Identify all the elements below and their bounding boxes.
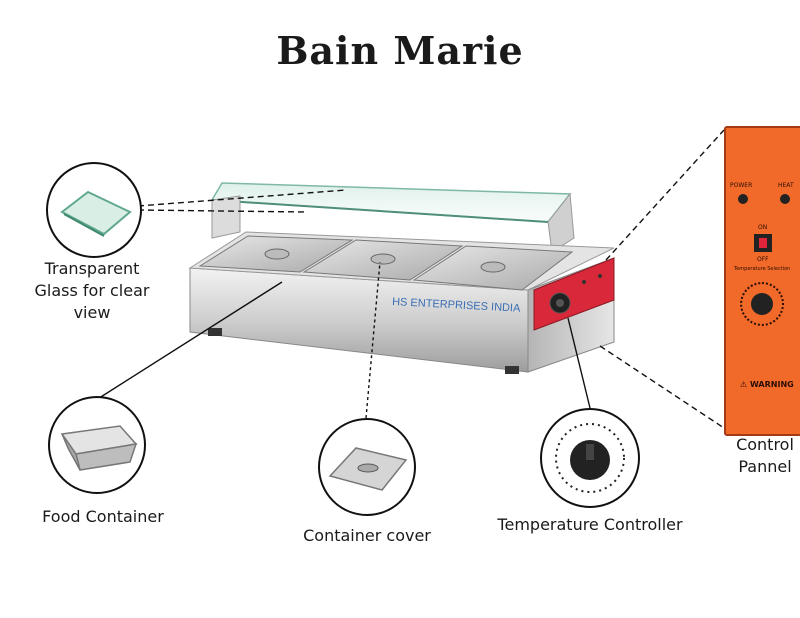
food-container-icon	[60, 425, 138, 471]
panel-dial	[740, 282, 784, 326]
glass-sheet-icon	[60, 190, 132, 237]
food-container-circle	[48, 396, 146, 494]
temperature-controller-label: Temperature Controller	[497, 515, 683, 534]
control-panel-label: Control Pannel	[736, 435, 794, 476]
page-title: Bain Marie	[276, 28, 524, 73]
on-label: ON	[758, 224, 768, 231]
container-cover-label: Container cover	[303, 526, 431, 545]
temperature-selection-label: Temperature Selection	[734, 266, 791, 272]
red-control-strip	[533, 257, 615, 331]
container-cover-circle	[318, 418, 416, 516]
food-pans	[198, 235, 574, 291]
heat-indicator	[780, 194, 790, 204]
container-cover-icon	[328, 447, 408, 491]
callout-lines	[137, 189, 347, 213]
warning-label: ⚠ WARNING	[740, 380, 794, 389]
heat-label: HEAT	[778, 182, 794, 189]
off-label: OFF	[757, 256, 769, 263]
glass-label: Transparent Glass for clear view	[34, 259, 150, 322]
power-indicator	[738, 194, 748, 204]
power-switch	[754, 234, 772, 252]
temperature-controller-circle	[540, 408, 640, 508]
power-label: POWER	[730, 182, 753, 189]
warning-icon: ⚠	[740, 380, 748, 389]
solid-callout-lines	[95, 281, 591, 409]
temperature-dial-icon	[555, 423, 625, 493]
control-panel: POWER HEAT ON OFF Temperature Selection …	[724, 126, 800, 436]
glass-circle	[46, 162, 142, 258]
food-container-label: Food Container	[42, 507, 164, 526]
